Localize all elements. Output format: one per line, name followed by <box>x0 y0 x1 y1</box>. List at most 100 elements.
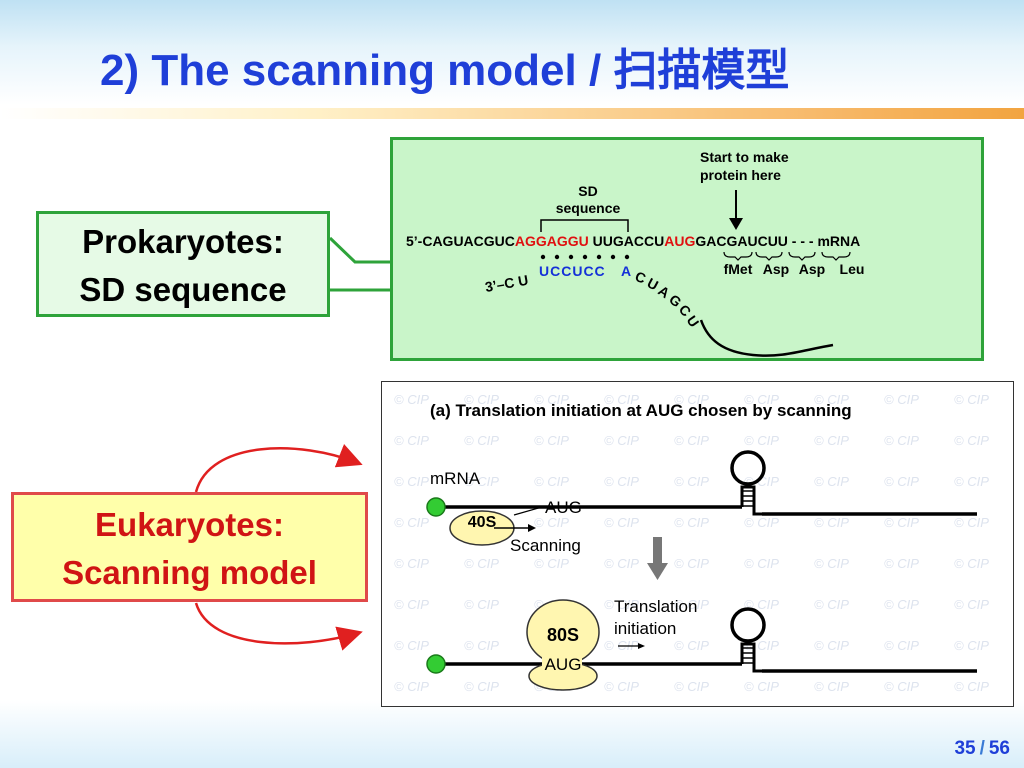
scanning-heading: (a) Translation initiation at AUG chosen… <box>430 401 852 420</box>
watermark-text: © CIP <box>604 433 639 448</box>
watermark-text: © CIP <box>814 638 849 653</box>
watermark-text: © CIP <box>814 679 849 694</box>
start-arrowhead <box>729 218 743 230</box>
codon-fmet: fMet <box>724 261 753 277</box>
translation-label-line2: initiation <box>614 619 676 638</box>
watermark-text: © CIP <box>954 597 989 612</box>
watermark-text: © CIP <box>394 638 429 653</box>
watermark-text: © CIP <box>814 474 849 489</box>
watermark-text: © CIP <box>884 556 919 571</box>
page-current: 35 <box>954 738 976 759</box>
watermark-text: © CIP <box>954 638 989 653</box>
watermark-text: © CIP <box>604 392 639 407</box>
watermark-text: © CIP <box>394 556 429 571</box>
watermark-text: © CIP <box>464 392 499 407</box>
cap-icon-bottom <box>426 654 446 674</box>
hairpin-stem-bottom <box>740 642 762 673</box>
page-separator: / <box>979 738 985 759</box>
scanning-model-label: Scanning model <box>62 554 317 591</box>
watermark-text: © CIP <box>394 474 429 489</box>
watermark-text: © CIP <box>394 679 429 694</box>
watermark-text: © CIP <box>884 679 919 694</box>
page-number: 35/56 <box>954 738 1010 760</box>
sd-sequence-panel: Start to make protein here SD sequence 5… <box>390 137 984 361</box>
watermark-text: © CIP <box>674 392 709 407</box>
watermark-text: © CIP <box>744 433 779 448</box>
hairpin-loop-bottom <box>730 607 766 643</box>
watermark-text: © CIP <box>814 392 849 407</box>
watermark-text: © CIP <box>534 556 569 571</box>
aug-pointer-top <box>513 506 543 516</box>
watermark-text: © CIP <box>674 433 709 448</box>
watermark-text: © CIP <box>744 679 779 694</box>
cap-icon-top <box>426 497 446 517</box>
watermark-text: © CIP <box>954 392 989 407</box>
slide-title: 2) The scanning model / 扫描模型 <box>100 46 790 95</box>
watermark-text: © CIP <box>954 433 989 448</box>
prokaryotes-label: Prokaryotes: <box>82 223 284 260</box>
watermark-text: © CIP <box>674 556 709 571</box>
watermark-text: © CIP <box>534 433 569 448</box>
watermark-text: © CIP <box>884 515 919 530</box>
watermark-text: © CIP <box>814 556 849 571</box>
watermark-text: © CIP <box>464 474 499 489</box>
rrna-a-base: A <box>621 263 631 279</box>
hairpin-rungs-top <box>742 490 754 507</box>
scanning-arrowhead <box>528 524 536 532</box>
initiation-arrowhead <box>638 643 645 649</box>
watermark-text: © CIP <box>744 515 779 530</box>
rrna-tail-1: C <box>633 268 648 287</box>
watermark-text: © CIP <box>884 597 919 612</box>
connector-line-top <box>328 236 390 264</box>
scanning-label: Scanning <box>510 536 581 555</box>
watermark-text: © CIP <box>604 474 639 489</box>
watermark-text: © CIP <box>954 679 989 694</box>
header-background <box>0 0 1024 105</box>
sd-sequence-label: SD sequence <box>79 271 287 308</box>
watermark-text: © CIP <box>604 556 639 571</box>
watermark-text: © CIP <box>674 679 709 694</box>
watermark-text: © CIP <box>954 474 989 489</box>
translation-label-line1: Translation <box>614 597 697 616</box>
codon-leu: Leu <box>840 261 865 277</box>
watermark-text: © CIP <box>534 515 569 530</box>
page-total: 56 <box>988 738 1010 759</box>
mrna-label: mRNA <box>430 469 481 488</box>
watermark-text: © CIP <box>604 515 639 530</box>
watermark-text: © CIP <box>394 597 429 612</box>
watermark-text: © CIP <box>744 392 779 407</box>
eukaryotes-label: Eukaryotes: <box>95 506 284 543</box>
watermark-text: © CIP <box>954 515 989 530</box>
codon-braces <box>723 251 851 261</box>
watermark-text: © CIP <box>464 679 499 694</box>
arrow-to-bottom-diagram <box>194 602 363 651</box>
rrna-backbone <box>699 319 834 357</box>
mrna-sequence: 5’-CAGUACGUCAGGAGGU UUGACCUAUGGACGAUCUU … <box>406 233 860 249</box>
ribosome-label: 80S <box>547 625 579 645</box>
watermark-text: © CIP <box>814 515 849 530</box>
process-arrow-shaft <box>653 537 662 563</box>
footer-background <box>0 700 1024 768</box>
rrna-prefix: 3’–C U <box>484 272 530 295</box>
watermark-text: © CIP <box>604 597 639 612</box>
watermark-text: © CIP <box>814 433 849 448</box>
watermark-grid: © CIP © CIP © CIP © CIP © CIP © CIP © CIP © CIP… <box>394 392 989 694</box>
rrna-paired-bases: UCCUCC <box>539 263 606 279</box>
sd-label-line2: sequence <box>556 200 621 216</box>
aug-label-bg <box>542 657 582 672</box>
watermark-text: © CIP <box>394 433 429 448</box>
eukaryotes-box: Eukaryotes: Scanning model <box>11 492 368 602</box>
watermark-text: © CIP <box>814 597 849 612</box>
watermark-text: © CIP <box>744 556 779 571</box>
aug-label-top: AUG <box>545 498 582 517</box>
watermark-text: © CIP <box>884 433 919 448</box>
scanning-panel: © CIP © CIP © CIP © CIP © CIP © CIP © CIP © CIP… <box>381 381 1014 707</box>
watermark-text: © CIP <box>534 392 569 407</box>
watermark-text: © CIP <box>464 638 499 653</box>
watermark-text: © CIP <box>464 433 499 448</box>
small-subunit-label: 40S <box>468 514 497 531</box>
watermark-text: © CIP <box>534 474 569 489</box>
codon-asp-1: Asp <box>763 261 789 277</box>
watermark-text: © CIP <box>674 474 709 489</box>
